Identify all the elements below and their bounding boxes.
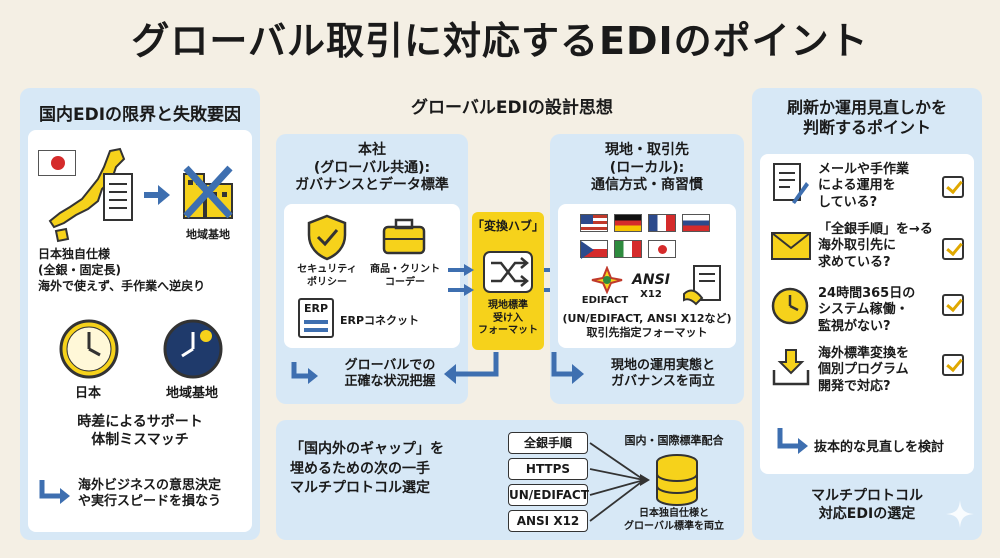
checkbox-4 bbox=[942, 354, 964, 376]
database-icon bbox=[656, 454, 698, 507]
sparkle-icon bbox=[946, 500, 974, 528]
left-panel-heading: 国内EDIの限界と失敗要因 bbox=[38, 105, 242, 125]
left-panel: 国内EDIの限界と失敗要因 bbox=[20, 88, 260, 540]
briefcase-icon bbox=[382, 218, 426, 255]
hub-text: 現地標準 受け入 フォーマット bbox=[478, 300, 538, 336]
check-item-1: メールや手作業 による運用を している? bbox=[818, 162, 910, 210]
security-label: セキュリティ ポリシー bbox=[297, 264, 357, 288]
czech-flag-icon bbox=[580, 240, 608, 259]
ansi-logo: ANSI bbox=[632, 272, 670, 288]
italy-flag-icon bbox=[614, 240, 642, 258]
clock-icon bbox=[771, 287, 809, 325]
document-scroll-icon bbox=[103, 173, 133, 221]
local-title: 現地・取引先 (ローカル): 通信方式・商習慣 bbox=[591, 142, 703, 193]
timezone-mismatch: 時差によるサポート 体制ミスマッチ bbox=[77, 414, 203, 448]
hq-panel: 本社 (グローバル共通): ガバナンスとデータ標準 グローバルでの 正確な状況把… bbox=[276, 134, 468, 404]
checkbox-3 bbox=[942, 294, 964, 316]
signed-document-icon bbox=[683, 265, 721, 306]
right-heading: 刷新か運用見直しかを 判断するポイント bbox=[786, 98, 947, 137]
japan-flag-small-icon bbox=[648, 240, 676, 258]
hq-return-arrow-icon bbox=[291, 362, 318, 384]
hub-in-arrows bbox=[448, 264, 474, 296]
protocol-pill-https: HTTPS bbox=[508, 458, 588, 480]
db-top-label: 国内・国際標準配合 bbox=[624, 434, 724, 447]
local-formats: (UN/EDIFACT, ANSI X12など) 取引先指定フォーマット bbox=[562, 312, 732, 339]
erp-connect-label: ERPコネクット bbox=[340, 314, 420, 327]
germany-flag-icon bbox=[614, 214, 642, 232]
hq-global-view: グローバルでの 正確な状況把握 bbox=[344, 358, 436, 390]
check-item-4: 海外標準変換を 個別プログラム 開発で対応? bbox=[818, 346, 910, 394]
checkbox-1 bbox=[942, 176, 964, 198]
clock-japan-icon bbox=[59, 319, 119, 379]
shield-icon bbox=[307, 214, 347, 261]
russia-flag-icon bbox=[682, 214, 710, 232]
japan-map-icon bbox=[48, 147, 126, 243]
erp-icon: ERP bbox=[298, 298, 334, 338]
shuffle-icon bbox=[483, 251, 533, 293]
protocol-pill-ansi: ANSI X12 bbox=[508, 510, 588, 532]
hub-to-hq-arrow-icon bbox=[444, 352, 499, 384]
us-flag-icon bbox=[580, 214, 608, 232]
edifact-label: EDIFACT bbox=[581, 295, 629, 306]
japan-spec-label: 日本独自仕様 (全銀・固定長) 海外で使えず、手作業へ逆戻り bbox=[38, 247, 206, 294]
download-tray-icon bbox=[772, 349, 810, 386]
review-action: 抜本的な見直しを検討 bbox=[814, 440, 945, 455]
edifact-logo-icon bbox=[591, 266, 623, 294]
clock-left-label: 日本 bbox=[74, 386, 101, 401]
japan-flag-icon bbox=[38, 150, 76, 176]
clock-night-icon bbox=[163, 319, 223, 379]
speed-impact: 海外ビジネスの意思決定 や実行スピードを損なう bbox=[78, 478, 222, 510]
clock-right-label: 地域基地 bbox=[165, 386, 218, 401]
blocked-building-icon bbox=[183, 165, 233, 219]
envelope-icon bbox=[771, 232, 811, 260]
france-flag-icon bbox=[648, 214, 676, 232]
db-bottom-label: 日本独自仕様と グローバル標準を両立 bbox=[624, 508, 724, 532]
return-arrow-icon bbox=[39, 480, 70, 504]
protocol-converge-lines bbox=[589, 442, 650, 522]
protocol-pill-zengin: 全銀手順 bbox=[508, 432, 588, 454]
center-heading: グローバルEDIの設計思想 bbox=[411, 98, 613, 118]
page-title: グローバル取引に対応するEDIのポイント bbox=[131, 19, 869, 63]
local-governance: 現地の運用実態と ガバナンスを両立 bbox=[610, 358, 715, 390]
arrow-right-icon bbox=[144, 185, 170, 205]
check-item-2: 「全銀手順」を→る 海外取引先に 求めている? bbox=[818, 222, 933, 270]
right-conclusion: マルチプロトコル 対応EDIの選定 bbox=[811, 488, 923, 522]
protocol-pill-edifact: UN/EDIFACT bbox=[508, 484, 589, 506]
ansi-x12-label: X12 bbox=[640, 289, 662, 300]
local-arrow-icon bbox=[551, 352, 584, 384]
hq-title: 本社 (グローバル共通): ガバナンスとデータ標準 bbox=[295, 142, 449, 193]
product-code-label: 商品・クリント コーデー bbox=[370, 264, 440, 288]
checklist-icon bbox=[773, 163, 809, 204]
checkbox-2 bbox=[942, 238, 964, 260]
protocol-heading: 「国内外のギャップ」を 埋めるための次の一手 マルチプロトコル選定 bbox=[290, 441, 444, 497]
hub-title: 「変換ハブ」 bbox=[471, 219, 544, 233]
check-item-3: 24時間365日の システム稼働・ 監視がない? bbox=[818, 286, 916, 334]
review-arrow-icon bbox=[777, 428, 808, 454]
base-label: 地域基地 bbox=[186, 228, 230, 241]
